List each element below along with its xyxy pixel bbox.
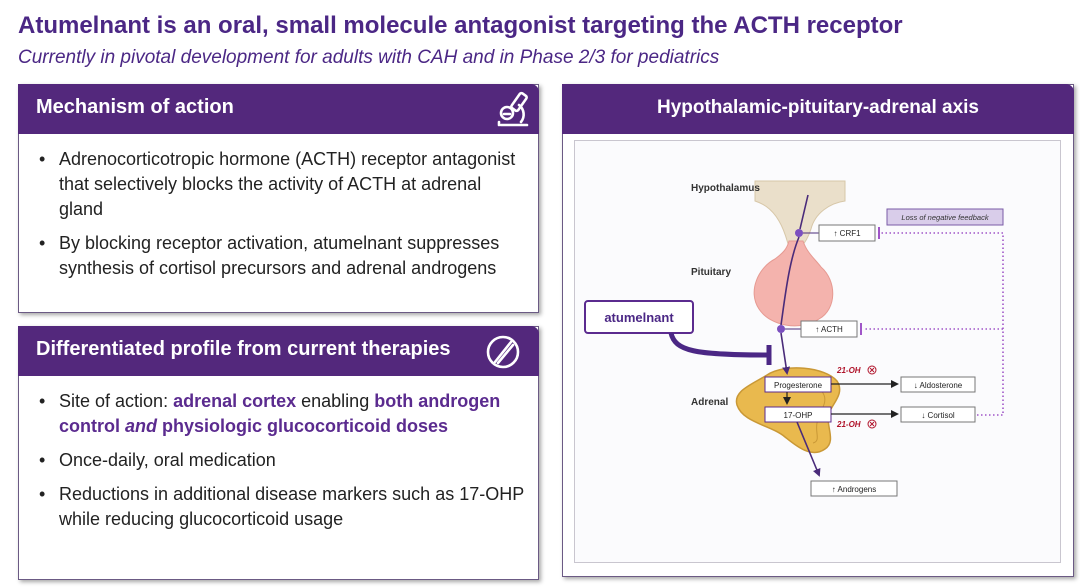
cortisol-box [900,406,976,423]
feedback-label-box [886,208,1004,226]
androgens-box [810,480,898,497]
cortisol-label: ↓ Cortisol [921,411,955,420]
progesterone-label: Progesterone [774,381,823,390]
blocked-icon-2 [867,419,877,429]
pituitary-gland [753,240,834,327]
axis-title: Hypothalamic-pituitary-adrenal axis [656,97,980,118]
atumelnant-box [584,300,694,334]
enzyme-21oh-2: 21-OH [836,420,861,429]
acth-label: ↑ ACTH [815,325,843,334]
axis-panel-header: Hypothalamic-pituitary-adrenal axis [562,84,1074,134]
pill-icon [486,335,520,369]
hpa-diagram: Hypothalamus Pituitary Adrenal Loss of n… [574,140,1061,563]
profile-panel-header: Differentiated profile from current ther… [18,326,539,376]
profile-bullet-2: Once-daily, oral medication [37,448,528,473]
profile-bullet-1: Site of action: adrenal cortex enabling … [37,389,528,439]
enzyme-21oh-1: 21-OH [836,366,861,375]
profile-panel: Differentiated profile from current ther… [18,326,539,580]
profile-bullet-3: Reductions in additional disease markers… [37,482,528,532]
ohp-label: 17-OHP [784,411,813,420]
blocked-icon-1 [867,365,877,375]
hypothalamus-label: Hypothalamus [691,183,760,194]
crf1-box [818,224,876,242]
page-subtitle: Currently in pivotal development for adu… [18,47,720,68]
mechanism-title: Mechanism of action [36,96,234,118]
crf1-label: ↑ CRF1 [833,229,861,238]
atumelnant-label: atumelnant [604,310,674,325]
feedback-label: Loss of negative feedback [901,213,989,222]
mechanism-bullet-1: Adrenocorticotropic hormone (ACTH) recep… [37,147,528,222]
acth-box [800,320,858,338]
profile-title: Differentiated profile from current ther… [36,338,451,360]
page-title: Atumelnant is an oral, small molecule an… [18,12,903,39]
pituitary-label: Pituitary [691,267,731,278]
inhibition-line [668,332,768,358]
crf1-node [795,229,803,237]
adrenal-label: Adrenal [691,397,728,408]
acth-node [777,325,785,333]
feedback-line-crf1 [881,232,1004,416]
mechanism-bullet-2: By blocking receptor activation, atumeln… [37,231,528,281]
microscope-icon [497,91,529,127]
androgens-label: ↑ Androgens [832,485,876,494]
aldosterone-box [900,376,976,393]
hpa-diagram-svg: Hypothalamus Pituitary Adrenal Loss of n… [584,180,1004,497]
mechanism-panel-header: Mechanism of action [18,84,539,134]
mechanism-panel: Mechanism of action Adrenocorticotropic … [18,84,539,313]
aldosterone-label: ↓ Aldosterone [914,381,963,390]
